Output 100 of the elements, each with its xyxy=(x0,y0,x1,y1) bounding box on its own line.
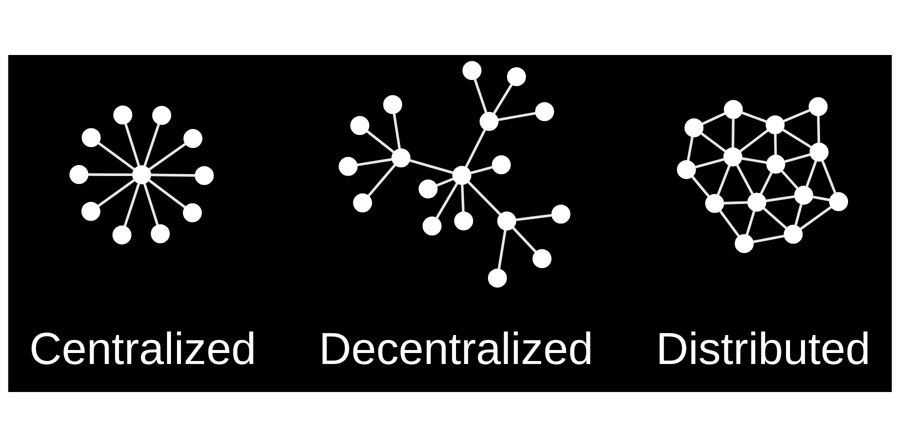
node-circle xyxy=(506,66,526,86)
node-circle xyxy=(676,160,696,179)
node-circle xyxy=(383,94,402,114)
node-circle xyxy=(112,224,132,244)
node-circle xyxy=(734,234,754,253)
connector xyxy=(498,229,507,270)
connector xyxy=(148,178,186,208)
connector xyxy=(812,195,830,201)
connector xyxy=(718,209,740,236)
node-circle xyxy=(182,202,202,222)
node-circle xyxy=(724,100,743,119)
node-circle xyxy=(784,224,803,244)
connector xyxy=(88,172,133,176)
connector xyxy=(98,141,136,170)
node-circle xyxy=(152,105,172,124)
node-circle xyxy=(132,164,152,184)
node-circle xyxy=(829,192,848,211)
connector xyxy=(467,180,502,215)
connector xyxy=(805,159,818,187)
connector xyxy=(366,130,395,153)
connector xyxy=(742,156,768,164)
connector xyxy=(150,173,196,176)
connector xyxy=(742,111,768,123)
connector xyxy=(774,133,777,155)
connector xyxy=(97,178,136,207)
connector xyxy=(794,203,803,226)
node-circle xyxy=(492,154,511,174)
node-circle xyxy=(810,142,829,162)
connector xyxy=(739,128,769,152)
connector xyxy=(148,142,186,170)
node-circle xyxy=(353,192,372,212)
connector xyxy=(143,123,160,166)
node-circle xyxy=(723,146,742,166)
node-circle xyxy=(535,102,554,121)
connector xyxy=(746,210,756,235)
connector xyxy=(435,182,458,218)
connector xyxy=(765,194,796,202)
node-circle xyxy=(747,192,766,212)
label: Centralized xyxy=(29,322,256,374)
connector xyxy=(782,128,812,148)
connector xyxy=(436,177,454,186)
connector xyxy=(356,158,392,166)
node-circle xyxy=(194,166,214,185)
connector xyxy=(409,158,454,174)
node-circle xyxy=(794,185,814,204)
node-circle xyxy=(532,248,552,268)
connector xyxy=(782,108,810,122)
label: Decentralized xyxy=(318,322,594,374)
connector xyxy=(724,200,748,204)
connector xyxy=(800,206,832,230)
node-circle xyxy=(808,96,828,116)
connector xyxy=(392,112,401,149)
connector xyxy=(702,112,726,125)
connector xyxy=(516,213,552,221)
node-circle xyxy=(766,154,786,174)
node-circle xyxy=(392,148,410,167)
node-circle xyxy=(488,268,507,288)
connector xyxy=(763,206,788,230)
connector xyxy=(474,78,488,113)
label: Distributed xyxy=(656,322,870,374)
node-circle xyxy=(766,114,785,134)
connector xyxy=(498,111,536,121)
node-circle xyxy=(183,128,202,148)
connector xyxy=(686,136,694,160)
connector xyxy=(752,234,784,243)
connector xyxy=(760,171,773,194)
connector xyxy=(124,182,140,226)
node-circle xyxy=(418,178,438,198)
connector xyxy=(821,159,837,194)
connector xyxy=(732,118,735,148)
connector xyxy=(700,132,727,152)
connector xyxy=(367,164,396,196)
node-circle xyxy=(551,204,570,224)
node-circle xyxy=(81,201,100,220)
node-circle xyxy=(113,105,132,124)
connector xyxy=(470,165,494,174)
connector xyxy=(817,114,820,143)
connector xyxy=(512,226,537,253)
connector xyxy=(464,128,486,168)
node-circle xyxy=(497,211,516,230)
connector xyxy=(784,152,812,163)
connector xyxy=(694,157,725,168)
connector xyxy=(492,83,513,114)
node-circle xyxy=(338,156,358,176)
node-circle xyxy=(480,111,499,130)
connector xyxy=(736,164,754,194)
node-circle xyxy=(462,60,482,80)
connector xyxy=(716,164,731,196)
node-circle xyxy=(452,165,472,184)
node-circle xyxy=(684,118,704,137)
node-circle xyxy=(150,224,170,243)
connector xyxy=(691,175,710,198)
node-circle xyxy=(82,128,101,147)
node-circle xyxy=(454,210,474,230)
connector xyxy=(460,184,465,212)
node-circle xyxy=(705,193,724,212)
connector xyxy=(780,169,798,189)
node-circle xyxy=(422,216,442,235)
connector xyxy=(143,182,159,226)
node-circle xyxy=(69,164,88,184)
